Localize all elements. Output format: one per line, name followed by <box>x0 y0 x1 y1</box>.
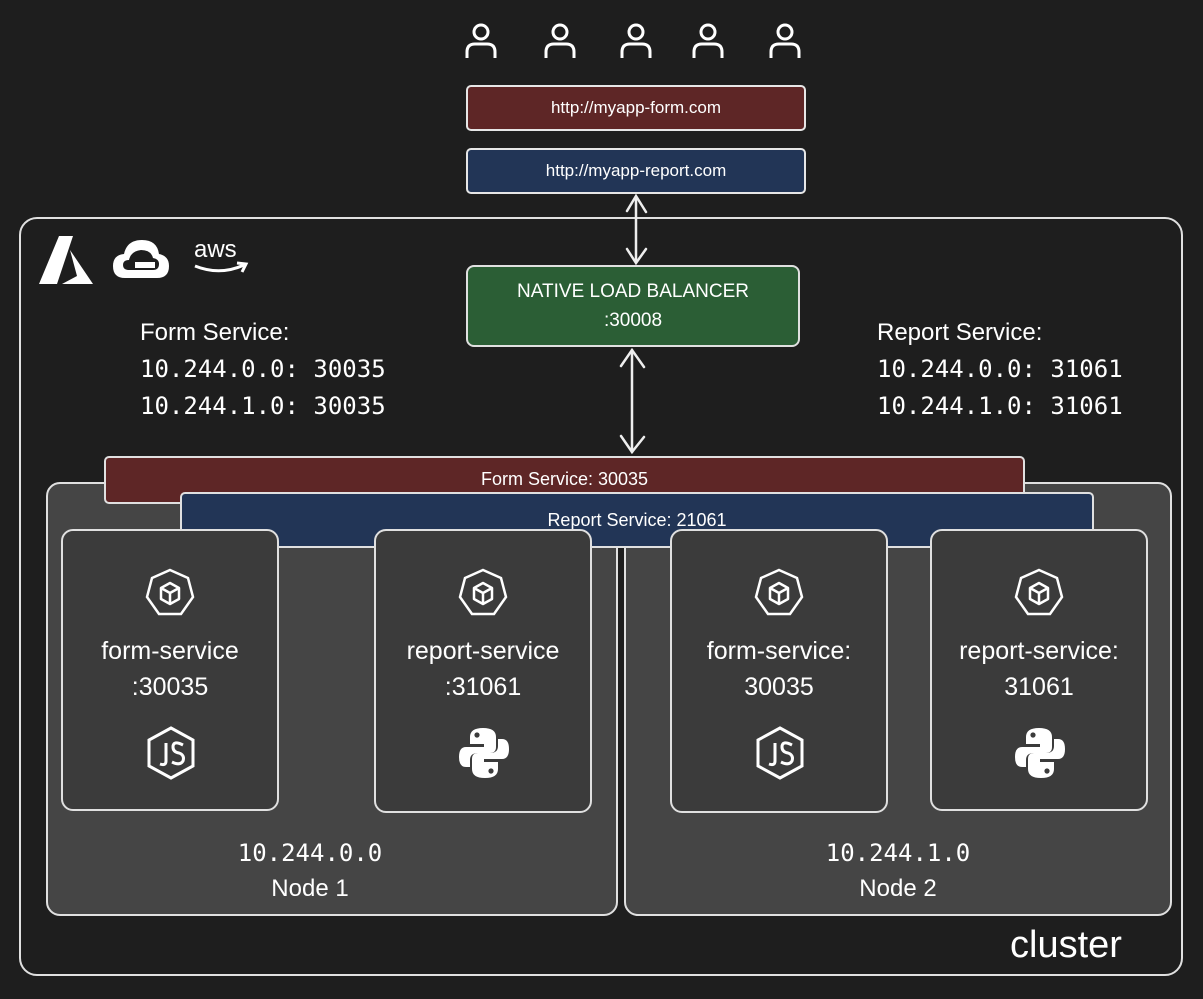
node-2-label: 10.244.1.0 Node 2 <box>748 835 1048 907</box>
node-name: Node 1 <box>271 875 349 902</box>
report-service-info-line2: 10.244.1.0: 31061 <box>877 392 1123 420</box>
form-url-label: http://myapp-form.com <box>550 98 722 117</box>
node-1-label: 10.244.0.0 Node 1 <box>160 835 460 907</box>
cluster-label: cluster <box>1010 924 1122 966</box>
aws-icon: aws <box>192 236 250 278</box>
kubernetes-pod-icon <box>458 568 508 616</box>
google-cloud-icon <box>113 240 169 278</box>
user-icon <box>620 23 652 58</box>
node-name: Node 2 <box>859 875 937 902</box>
pod-name: report-service <box>406 637 560 665</box>
report-service-info: Report Service: 10.244.0.0: 31061 10.244… <box>877 314 1123 425</box>
load-balancer-port: :30008 <box>603 310 663 331</box>
user-icon <box>465 23 497 58</box>
report-service-bar-label: Report Service: 21061 <box>547 509 727 530</box>
pod-form-service-node2: form-service: 30035 <box>670 529 888 813</box>
form-service-info: Form Service: 10.244.0.0: 30035 10.244.1… <box>140 314 386 425</box>
report-service-info-line1: 10.244.0.0: 31061 <box>877 355 1123 383</box>
python-icon <box>459 728 509 778</box>
form-service-info-line1: 10.244.0.0: 30035 <box>140 355 386 383</box>
report-service-info-title: Report Service: <box>877 319 1043 346</box>
pod-name: form-service: <box>706 637 852 665</box>
pod-port: 30035 <box>744 673 814 701</box>
cluster-boundary <box>19 217 1183 976</box>
form-service-info-title: Form Service: <box>140 319 290 346</box>
report-url-box: http://myapp-report.com <box>466 148 806 194</box>
report-url-label: http://myapp-report.com <box>545 161 727 180</box>
nodejs-icon <box>756 726 804 780</box>
pod-name: report-service: <box>959 637 1119 665</box>
pod-report-service-node1: report-service :31061 <box>374 529 592 813</box>
nodejs-icon <box>147 726 195 780</box>
pod-name: form-service <box>101 637 239 665</box>
kubernetes-pod-icon <box>754 568 804 616</box>
node-ip: 10.244.1.0 <box>825 839 971 867</box>
pod-port: :30035 <box>131 673 209 701</box>
azure-icon <box>39 236 93 284</box>
pod-port: :31061 <box>444 673 522 701</box>
aws-label: aws <box>194 236 237 263</box>
user-icon <box>769 23 801 58</box>
form-service-bar-label: Form Service: 30035 <box>480 469 649 489</box>
python-icon <box>1015 728 1065 778</box>
user-icon <box>692 23 724 58</box>
pod-form-service-node1: form-service :30035 <box>61 529 279 811</box>
pod-port: 31061 <box>1004 673 1074 701</box>
pod-report-service-node2: report-service: 31061 <box>930 529 1148 811</box>
form-service-info-line2: 10.244.1.0: 30035 <box>140 392 386 420</box>
user-icon <box>544 23 576 58</box>
node-ip: 10.244.0.0 <box>237 839 383 867</box>
load-balancer-title: NATIVE LOAD BALANCER <box>517 281 749 302</box>
kubernetes-pod-icon <box>1014 568 1064 616</box>
kubernetes-pod-icon <box>145 568 195 616</box>
native-load-balancer: NATIVE LOAD BALANCER :30008 <box>466 265 800 347</box>
form-url-box: http://myapp-form.com <box>466 85 806 131</box>
